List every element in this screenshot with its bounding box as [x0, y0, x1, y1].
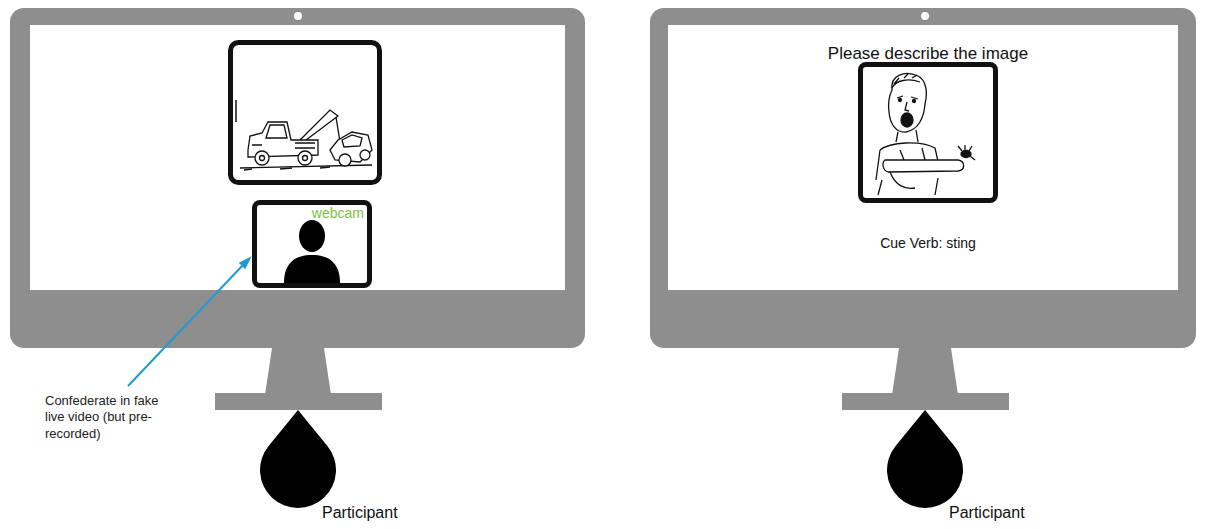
stung-man-picture — [876, 74, 975, 195]
instruction-heading: Please describe the image — [828, 44, 1028, 64]
confederate-silhouette — [284, 220, 340, 283]
participant-head — [260, 405, 336, 510]
participant-label: Participant — [949, 503, 1025, 522]
webcam-box: webcam — [252, 200, 372, 288]
left-monitor — [10, 8, 585, 410]
participant-head — [887, 405, 963, 510]
cue-verb: Cue Verb: sting — [880, 235, 976, 252]
tow-truck-picture — [231, 43, 380, 183]
participant-node: Participant — [887, 405, 963, 510]
participant-node: Participant — [260, 405, 336, 510]
webcam-label: webcam — [312, 205, 364, 222]
participant-label: Participant — [322, 503, 398, 522]
callout-arrow — [128, 258, 250, 386]
image-box: Please describe the imageCue Verb: sting — [858, 62, 998, 203]
right-monitor — [650, 8, 1196, 410]
callout-note: Confederate in fake live video (but pre-… — [45, 393, 165, 442]
